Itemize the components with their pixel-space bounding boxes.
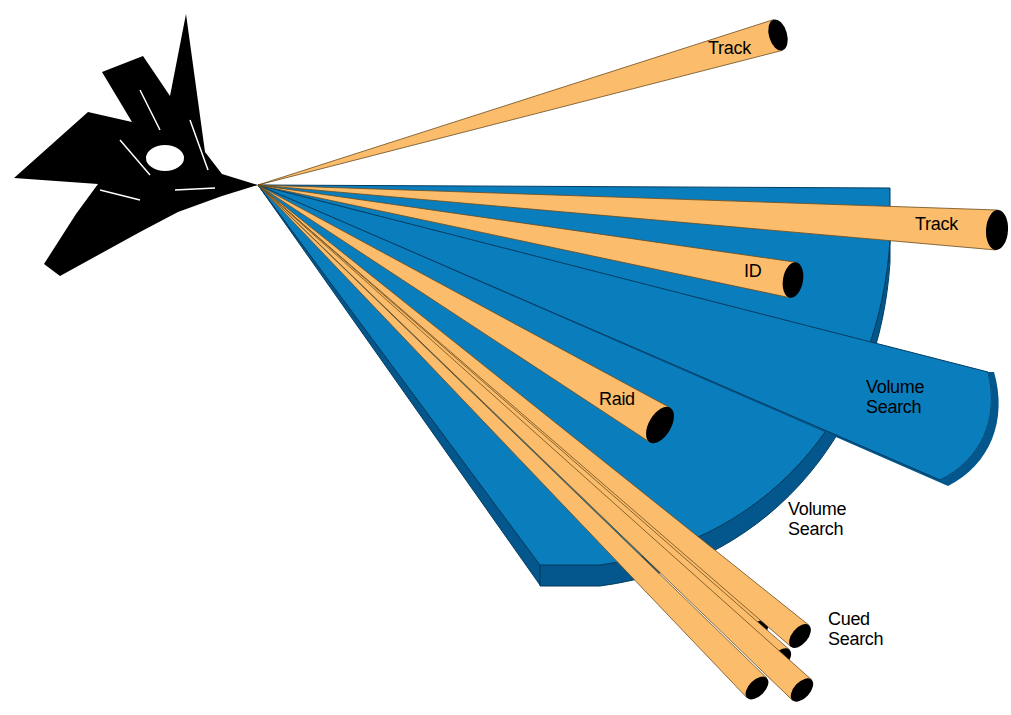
beam-label: Volume Search	[866, 377, 950, 417]
jet-panel-lines	[100, 90, 215, 200]
radar-beam	[258, 185, 670, 442]
volume-beam-end	[940, 372, 999, 486]
radar-beam	[258, 185, 767, 698]
radar-beam	[258, 185, 809, 647]
beam-cap	[765, 17, 791, 53]
radar-beam	[258, 20, 782, 185]
beam-cap	[785, 620, 815, 652]
beam-cap	[640, 402, 679, 448]
radar-beam	[258, 185, 812, 700]
beam-cap	[780, 261, 806, 300]
beam-cap	[985, 209, 1009, 250]
beam-label: Raid	[599, 389, 635, 409]
beam-label: Track	[915, 214, 958, 234]
radar-beam	[258, 185, 796, 298]
beam-label: ID	[744, 261, 761, 281]
fighter-jet	[14, 14, 258, 276]
beam-label: Track	[708, 38, 751, 58]
beam-group	[258, 17, 1009, 706]
jet-canopy	[145, 144, 185, 172]
beam-cap	[787, 674, 818, 705]
beam-label: Cued Search	[828, 609, 912, 649]
beam-label: Volume Search	[788, 499, 872, 539]
